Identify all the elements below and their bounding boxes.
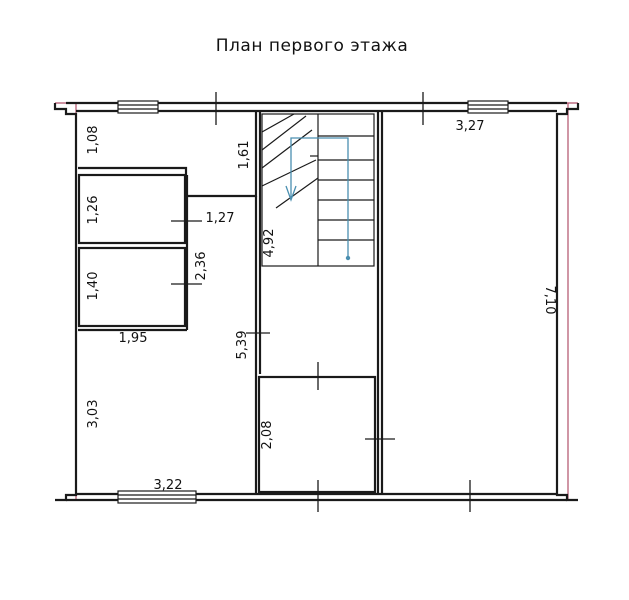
dim-wc1-height: 1,26: [86, 196, 101, 225]
dim-room-bottom-width: 1,95: [119, 331, 148, 346]
dimension-ticks: [171, 92, 471, 512]
dim-corridor-width: 1,27: [206, 211, 235, 226]
dim-stair-length: 4,92: [262, 229, 277, 258]
dim-corridor-length: 2,36: [194, 252, 209, 281]
dim-room-bottom-height: 3,03: [86, 400, 101, 429]
outer-walls: [53, 101, 580, 502]
window-top-right: [467, 100, 509, 114]
dim-stair-hall-length: 5,39: [235, 331, 250, 360]
window-bottom-left: [117, 490, 197, 504]
staircase: [261, 113, 375, 267]
dim-room-bottom-length: 3,22: [154, 478, 183, 493]
window-top-left: [117, 100, 159, 114]
outer-outline: [55, 102, 578, 501]
plan-title: План первого этажа: [216, 36, 409, 56]
interior-walls: [77, 111, 384, 494]
dimension-labels: 1,08 1,61 1,26 1,27 1,40 2,36 1,95 3,03 …: [86, 119, 557, 493]
dim-wc2-height: 1,40: [86, 272, 101, 301]
stair-direction-arrow: [285, 137, 351, 261]
dim-big-room-width: 3,27: [456, 119, 485, 134]
dim-storage-height: 2,08: [260, 421, 275, 450]
dim-top-left-height: 1,08: [86, 126, 101, 155]
dim-big-room-length: 7,10: [542, 286, 557, 315]
dim-bath-width: 1,61: [237, 141, 252, 170]
